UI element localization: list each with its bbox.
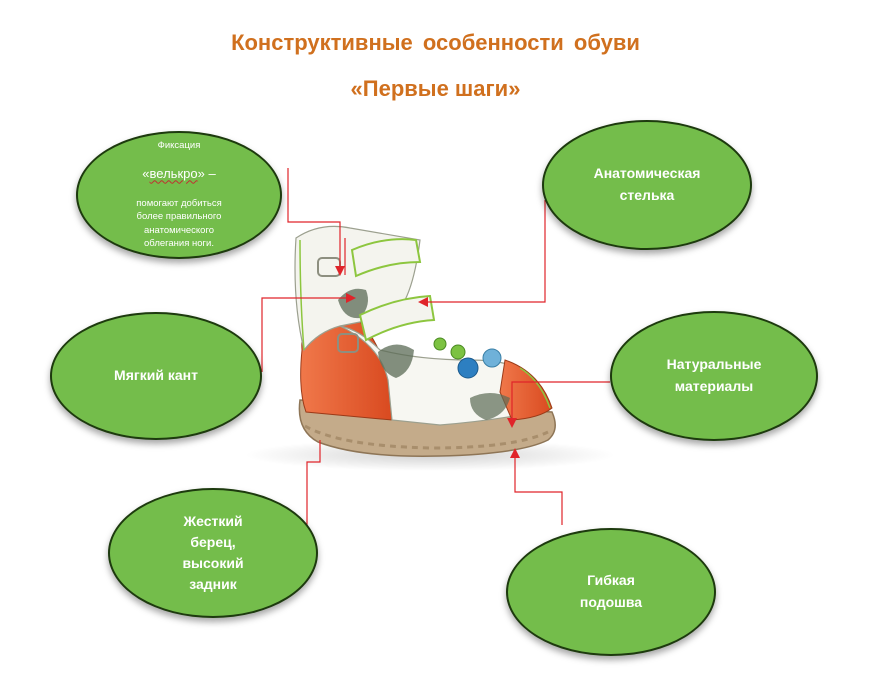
connector-insole bbox=[425, 200, 546, 303]
natural-label: Натуральные материалы bbox=[666, 356, 762, 394]
fixation-description: помогают добиться более правильного анат… bbox=[136, 197, 222, 250]
fixation-velcro-line: «велькро» – bbox=[136, 166, 221, 183]
soft-edge-label: Мягкий кант bbox=[114, 367, 198, 384]
sole-label: Гибкая подошва bbox=[579, 572, 643, 610]
page-title: Конструктивные особенности обуви bbox=[231, 30, 640, 55]
heel-label: Жесткий берец, высокий задник bbox=[182, 513, 244, 592]
fixation-close-quote: » – bbox=[197, 166, 216, 182]
bubble-rigid-heel: Жесткий берец, высокий задник bbox=[108, 488, 318, 618]
bubble-natural-materials: Натуральные материалы bbox=[610, 311, 818, 441]
bubble-anatomical-insole: Анатомическая стелька bbox=[542, 120, 752, 250]
connector-soft-edge bbox=[261, 297, 348, 372]
bubble-velcro-fixation: Фиксация «велькро» – помогают добиться б… bbox=[76, 131, 282, 259]
bubble-flexible-sole: Гибкая подошва bbox=[506, 528, 716, 656]
connector-fixation bbox=[287, 168, 341, 268]
fixation-open-quote: « bbox=[142, 166, 150, 182]
connector-natural bbox=[511, 381, 610, 420]
insole-label: Анатомическая стелька bbox=[593, 165, 701, 203]
connector-heel bbox=[306, 440, 321, 528]
page-subtitle: «Первые шаги» bbox=[350, 76, 521, 101]
bubble-soft-edge: Мягкий кант bbox=[50, 312, 262, 440]
fixation-velcro: велькро bbox=[149, 166, 198, 182]
arrow-icon bbox=[335, 266, 520, 458]
fixation-line1: Фиксация bbox=[157, 140, 201, 152]
connector-sole bbox=[514, 456, 563, 525]
